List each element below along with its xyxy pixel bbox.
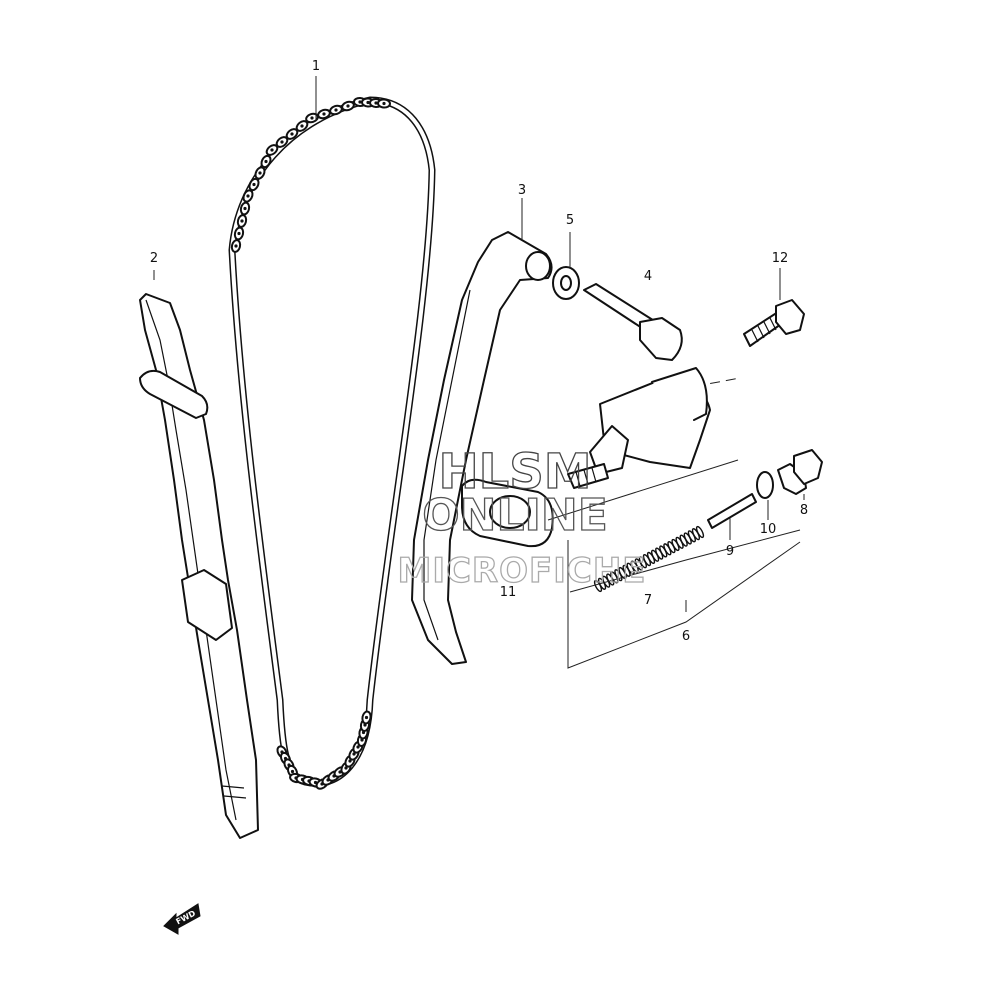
chain-pin xyxy=(246,194,250,198)
callout-12: 12 xyxy=(772,251,789,266)
callout-11: 11 xyxy=(500,585,517,600)
fwd-arrow-icon: FWD xyxy=(163,903,201,935)
chain-pin xyxy=(252,182,256,187)
chain-pin xyxy=(243,206,247,211)
spring-coil xyxy=(695,525,705,539)
chain-pin xyxy=(356,745,360,749)
callout-5: 5 xyxy=(566,213,574,228)
chain-pin xyxy=(240,219,244,223)
tensioner-guide xyxy=(411,231,553,665)
chain-pin xyxy=(358,100,362,104)
chain-pin xyxy=(300,124,304,128)
callout-1: 1 xyxy=(312,59,320,74)
o-ring xyxy=(756,471,774,499)
callout-8: 8 xyxy=(800,503,808,518)
chain-pin xyxy=(366,100,370,105)
watermark-line-2: ONLINE xyxy=(422,490,608,541)
chain-links xyxy=(230,96,391,790)
callouts: 1 2 3 4 5 6 7 8 9 10 11 12 xyxy=(150,59,808,644)
watermark-line-1: HLSM xyxy=(438,444,591,500)
callout-3: 3 xyxy=(518,183,526,198)
bolt-12 xyxy=(743,299,805,347)
callout-4: 4 xyxy=(644,269,652,284)
chain-pin xyxy=(264,159,268,164)
chain-pin xyxy=(310,116,314,120)
cam-chain xyxy=(228,96,436,790)
assembly-bracket xyxy=(547,459,801,669)
leader-lines xyxy=(153,76,805,612)
pivot-bolt xyxy=(583,283,683,361)
chain-pin xyxy=(270,148,274,152)
chain-pin xyxy=(234,244,238,248)
chain-pin xyxy=(290,132,294,136)
chain-pin xyxy=(382,101,386,106)
callout-6: 6 xyxy=(682,629,690,644)
chain-guide-front xyxy=(139,293,259,839)
washer xyxy=(552,266,580,300)
chain-pin xyxy=(364,715,369,720)
chain-pin xyxy=(237,231,241,236)
chain-pin xyxy=(334,108,338,112)
spring xyxy=(593,525,705,593)
tensioner-body xyxy=(567,367,741,489)
chain-pin xyxy=(290,769,295,774)
push-rod xyxy=(707,493,757,529)
watermark: HLSM ONLINE MICROFICHE xyxy=(397,443,646,591)
chain-pin xyxy=(258,171,262,175)
watermark-line-3: MICROFICHE xyxy=(397,551,646,591)
callout-7: 7 xyxy=(644,593,652,608)
callout-2: 2 xyxy=(150,251,158,266)
chain-pin xyxy=(374,101,378,105)
callout-10: 10 xyxy=(760,522,777,537)
chain-pin xyxy=(322,112,326,116)
gasket xyxy=(461,478,554,548)
callout-9: 9 xyxy=(726,544,734,559)
chain-pin xyxy=(280,140,284,144)
cap-bolt xyxy=(777,449,823,495)
chain-pin xyxy=(346,104,350,108)
